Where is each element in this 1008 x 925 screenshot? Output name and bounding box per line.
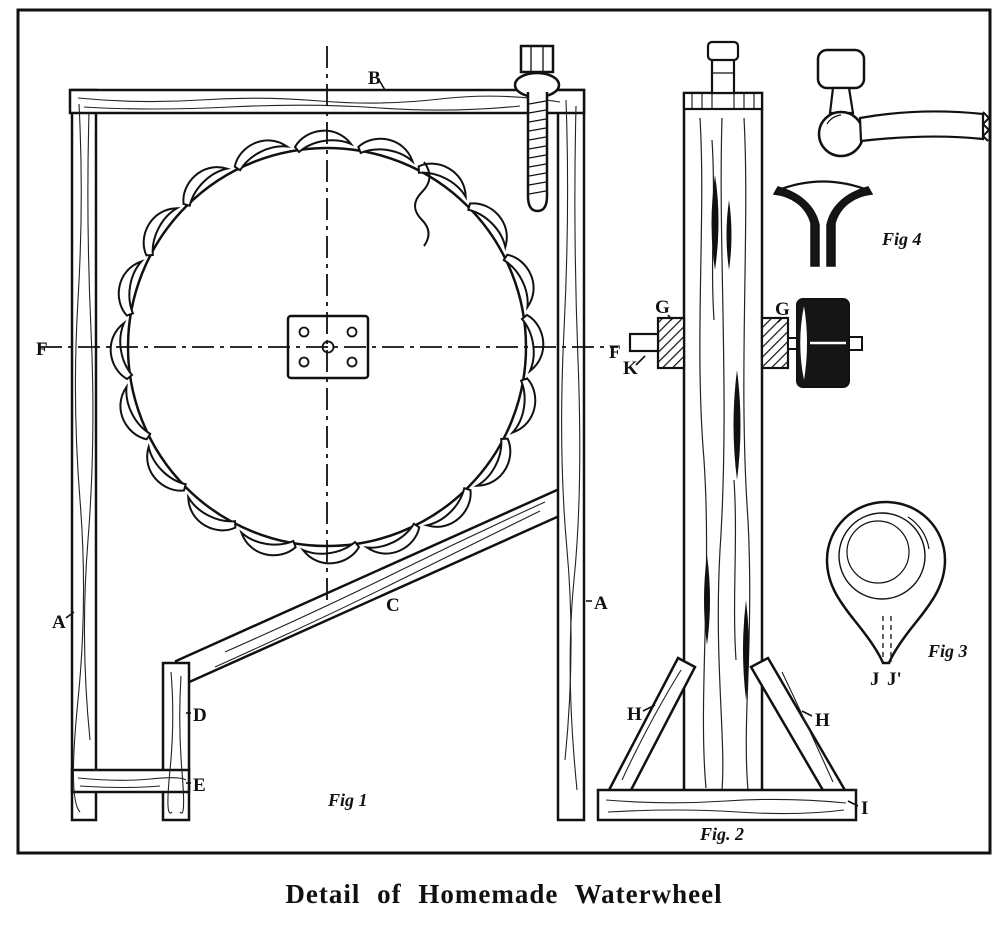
label-h-left: H bbox=[627, 704, 642, 725]
post-cap-hatch bbox=[691, 94, 755, 108]
label-b: B bbox=[368, 68, 381, 89]
fig3-bucket-detail: J J' Fig 3 bbox=[825, 500, 968, 690]
bucket-inner-arc bbox=[838, 512, 926, 600]
label-f-left: F bbox=[36, 339, 48, 360]
handle-break-mark bbox=[981, 111, 991, 142]
frame-wood-grain bbox=[72, 95, 581, 814]
top-bolt-nut bbox=[706, 40, 740, 62]
base-grain bbox=[605, 798, 847, 815]
axle-stub-right bbox=[848, 336, 863, 351]
bolt-threads bbox=[528, 100, 547, 195]
post-wood-grain bbox=[699, 117, 751, 791]
label-h-right: H bbox=[815, 710, 830, 731]
fig2-caption: Fig. 2 bbox=[699, 824, 744, 844]
fig1-caption: Fig 1 bbox=[327, 790, 368, 810]
label-j-prime: J' bbox=[887, 669, 902, 690]
label-c: C bbox=[386, 595, 400, 616]
fig1-front-elevation: B F F A A C D E Fig 1 bbox=[36, 44, 621, 822]
axle-roller bbox=[796, 298, 863, 388]
roller-highlight bbox=[800, 306, 807, 380]
label-i: I bbox=[861, 798, 868, 819]
anchor-bolt bbox=[513, 44, 561, 213]
label-g-left: G bbox=[655, 297, 670, 318]
chute-wood-grain bbox=[214, 501, 546, 668]
hammer bbox=[816, 48, 991, 158]
hub-bolt-hole bbox=[298, 326, 310, 338]
support-post bbox=[682, 91, 764, 794]
brace-grain bbox=[621, 669, 834, 783]
socket-wall-right bbox=[826, 186, 874, 267]
squiggle-mark bbox=[414, 161, 431, 247]
hub-bolt-hole bbox=[346, 356, 358, 368]
hammer-handle bbox=[858, 110, 985, 143]
label-g-right: G bbox=[775, 299, 790, 320]
chute-support-post bbox=[161, 661, 191, 822]
label-a-left: A bbox=[52, 612, 66, 633]
lower-cross-beam bbox=[70, 768, 191, 794]
base-board bbox=[596, 788, 858, 822]
hammer-ball-peen bbox=[817, 110, 865, 158]
fig3-caption: Fig 3 bbox=[927, 641, 968, 661]
fig1-leader-ticks bbox=[65, 79, 592, 784]
hub-bolt-hole bbox=[346, 326, 358, 338]
bolt-nut bbox=[519, 44, 555, 74]
bearing-block-left bbox=[656, 316, 686, 370]
fig4-tools: Fig 4 bbox=[772, 48, 991, 267]
bucket-shade-arc bbox=[907, 516, 930, 550]
post-grain-streaks bbox=[704, 175, 749, 700]
label-j: J bbox=[870, 669, 880, 690]
bearing-block-right bbox=[760, 316, 790, 370]
axle-stub-mid bbox=[787, 337, 798, 350]
label-f-right: F bbox=[609, 342, 621, 363]
hub-bolt-hole bbox=[298, 356, 310, 368]
label-k: K bbox=[623, 358, 638, 379]
fig4-caption: Fig 4 bbox=[881, 229, 922, 249]
label-e: E bbox=[193, 775, 206, 796]
label-a-right: A bbox=[594, 593, 608, 614]
post-cap-band bbox=[682, 91, 764, 111]
fig2-side-elevation: G G K H H I Fig. 2 bbox=[596, 40, 868, 844]
socket-fitting bbox=[772, 180, 874, 267]
top-bolt-shaft bbox=[710, 56, 736, 95]
hammer-neck bbox=[828, 86, 855, 115]
label-d: D bbox=[193, 705, 207, 726]
axle-stub-left bbox=[628, 332, 660, 353]
socket-wall-left bbox=[772, 186, 820, 267]
post-top-bolt bbox=[706, 40, 740, 95]
bucket-inner-arc bbox=[846, 520, 910, 584]
fig2-leader-ticks bbox=[635, 314, 859, 807]
hammer-head bbox=[816, 48, 866, 90]
page-title: Detail of Homemade Waterwheel bbox=[285, 879, 722, 909]
socket-rim bbox=[775, 180, 871, 193]
